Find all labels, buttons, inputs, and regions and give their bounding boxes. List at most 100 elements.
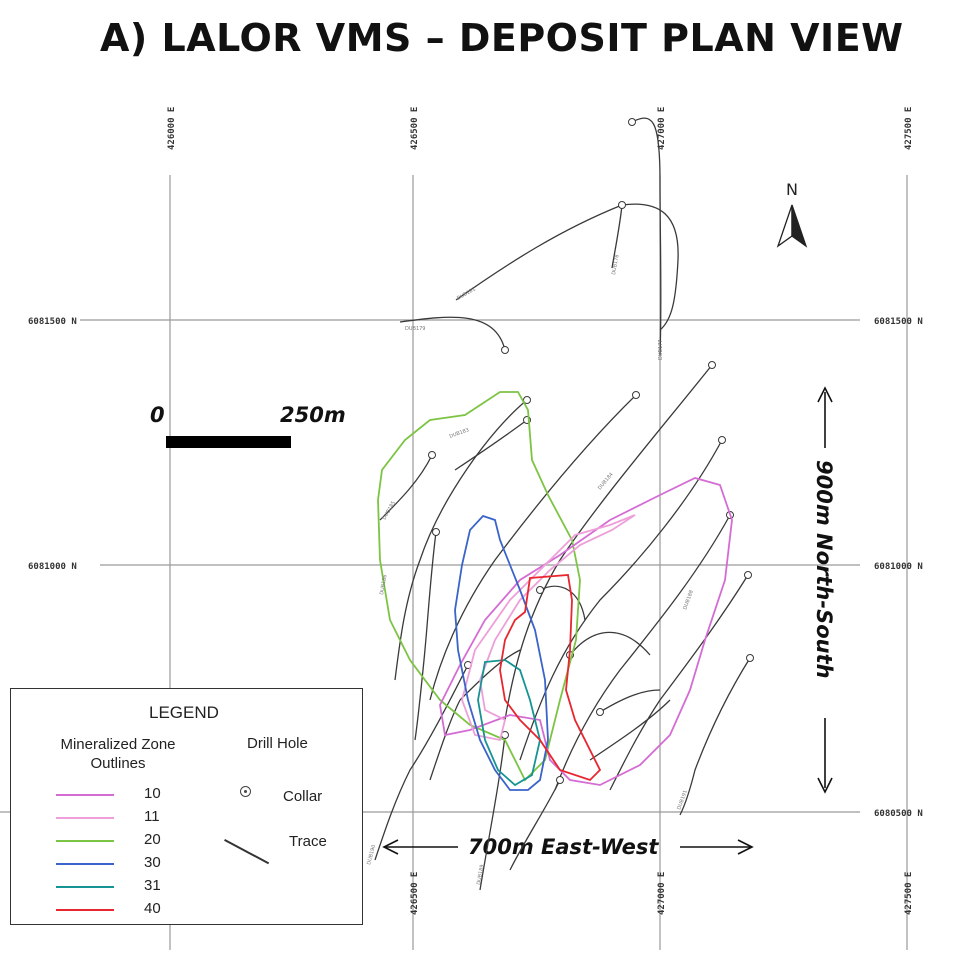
legend-zone-30: 30 xyxy=(56,854,186,874)
drill-trace xyxy=(394,399,528,681)
collar-icon xyxy=(746,654,754,662)
north-label: N xyxy=(786,180,798,199)
scale-end-label: 250m xyxy=(280,403,346,427)
hole-label: DUB189 xyxy=(476,864,485,885)
drill-trace xyxy=(631,117,662,356)
drill-trace xyxy=(539,585,586,621)
zone-40-swatch xyxy=(56,909,114,911)
easting-label: 426000 E xyxy=(167,107,177,150)
collar-icon xyxy=(708,361,716,369)
drill-trace xyxy=(374,664,469,861)
drill-trace xyxy=(589,699,671,761)
hole-label: DUB185 xyxy=(382,500,397,521)
hole-label: DUB181 xyxy=(456,286,477,301)
map-title: A) LALOR VMS – DEPOSIT PLAN VIEW xyxy=(100,16,904,60)
easting-label-bottom: 426500 E xyxy=(410,872,420,915)
drill-trace xyxy=(454,419,528,471)
legend-box: LEGEND Mineralized Zone Outlines Drill H… xyxy=(10,688,363,925)
legend-title: LEGEND xyxy=(149,703,219,722)
east-west-label: 700m East-West xyxy=(468,835,659,859)
collar-icon xyxy=(523,396,531,404)
legend-zone-31: 31 xyxy=(56,877,186,897)
easting-label-bottom: 427000 E xyxy=(657,872,667,915)
legend-zone-40: 40 xyxy=(56,900,186,920)
zone-30-label: 30 xyxy=(144,854,161,871)
hole-label: DUB191 xyxy=(676,789,689,810)
drill-trace xyxy=(479,734,506,891)
drill-trace xyxy=(399,316,506,351)
drill-trace xyxy=(599,689,661,713)
zone-30-outline xyxy=(454,514,549,791)
collar-icon xyxy=(536,586,544,594)
drill-trace xyxy=(504,364,713,721)
collar-icon xyxy=(501,346,509,354)
hole-label: DUB186 xyxy=(379,574,388,595)
legend-zone-20: 20 xyxy=(56,831,186,851)
east-west-dimension: 700m East-West xyxy=(382,835,754,859)
northing-label-right: 6081500 N xyxy=(874,317,923,327)
legend-zone-10: 10 xyxy=(56,785,186,805)
zone-11-swatch xyxy=(56,817,114,819)
drill-trace xyxy=(621,203,679,331)
legend-trace-label: Trace xyxy=(289,833,327,850)
coordinate-grid xyxy=(0,175,908,950)
drill-trace xyxy=(429,699,461,781)
drill-trace xyxy=(679,657,751,816)
hole-label: DUB190 xyxy=(366,844,377,865)
hole-label: DUB188 xyxy=(682,589,695,610)
drill-trace xyxy=(455,204,623,301)
drill-trace xyxy=(379,454,433,521)
drill-hole-traces xyxy=(374,117,751,891)
drill-trace xyxy=(609,574,749,791)
collar-icon xyxy=(744,571,752,579)
drill-trace xyxy=(459,649,521,701)
drill-trace xyxy=(509,779,561,871)
hole-label: DUB183 xyxy=(449,427,470,440)
zone-20-outline xyxy=(377,391,581,782)
drill-trace xyxy=(569,631,651,656)
easting-label-bottom: 427500 E xyxy=(904,872,914,915)
hole-label: DUB179 xyxy=(405,326,425,332)
northing-label-right: 6080500 N xyxy=(874,809,923,819)
legend-collar-label: Collar xyxy=(283,788,323,805)
collar-icon xyxy=(618,201,626,209)
north-south-label: 900m North-South xyxy=(812,460,836,679)
zone-10-swatch xyxy=(56,794,114,796)
zone-11-outline xyxy=(461,514,636,742)
trace-line-icon xyxy=(224,839,270,865)
collar-icon xyxy=(596,708,604,716)
collar-icon xyxy=(718,436,726,444)
drill-trace xyxy=(554,514,731,791)
collar-icon xyxy=(428,451,436,459)
drill-trace xyxy=(519,439,723,761)
drill-trace xyxy=(429,394,637,701)
legend-zones-heading: Mineralized Zone Outlines xyxy=(60,736,176,772)
zone-40-outline xyxy=(499,574,602,782)
drill-trace xyxy=(611,204,623,269)
drill-trace xyxy=(414,531,437,741)
collar-icon xyxy=(556,776,564,784)
zone-20-swatch xyxy=(56,840,114,842)
northing-label: 6081500 N xyxy=(28,317,77,327)
mineralized-zone-outlines xyxy=(377,391,733,791)
zone-20-label: 20 xyxy=(144,831,161,848)
zone-11-label: 11 xyxy=(144,808,160,825)
zone-30-swatch xyxy=(56,863,114,865)
collar-icon xyxy=(432,528,440,536)
drill-hole-labels: DUB181 DUB178 DUB177 DUB179 DUB183 DUB18… xyxy=(366,254,695,885)
north-arrow-icon: N xyxy=(776,180,808,248)
zone-31-outline xyxy=(477,659,541,787)
zone-31-swatch xyxy=(56,886,114,888)
easting-label: 427000 E xyxy=(657,107,667,150)
legend-drill-heading: Drill Hole xyxy=(247,735,308,752)
hole-label: DUB177 xyxy=(658,340,664,360)
northing-label: 6081000 N xyxy=(28,562,77,572)
easting-label: 427500 E xyxy=(904,107,914,150)
northing-label-right: 6081000 N xyxy=(874,562,923,572)
easting-label: 426500 E xyxy=(410,107,420,150)
north-south-dimension: 900m North-South xyxy=(812,386,836,794)
collar-icon xyxy=(632,391,640,399)
scale-start-label: 0 xyxy=(150,403,165,427)
hole-label: DUB178 xyxy=(611,254,620,275)
